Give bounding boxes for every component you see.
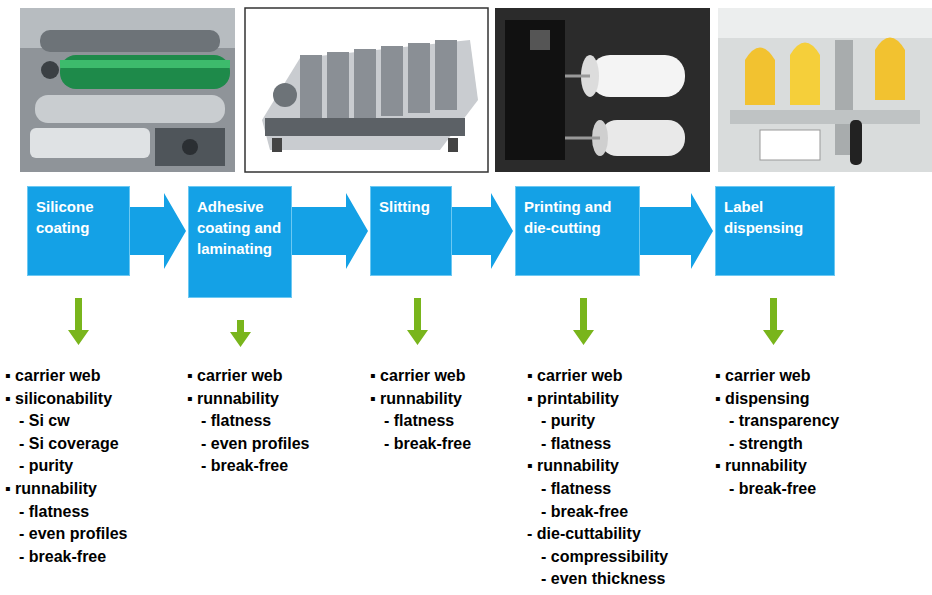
requirement-item: - transparency bbox=[729, 411, 839, 431]
down-arrows bbox=[68, 298, 784, 347]
requirement-item: ▪ dispensing bbox=[715, 389, 810, 409]
down-arrow bbox=[407, 298, 428, 345]
requirement-item: - flatness bbox=[19, 502, 89, 522]
requirement-item: - Si cw bbox=[19, 411, 70, 431]
process-box: Adhesive coating and laminating bbox=[188, 186, 292, 298]
process-box: Printing and die-cutting bbox=[515, 186, 640, 276]
press-photo bbox=[245, 8, 488, 172]
process-label: Silicone coating bbox=[36, 196, 121, 238]
requirement-item: - break-free bbox=[729, 479, 816, 499]
flow-arrow bbox=[639, 193, 713, 269]
down-arrow bbox=[230, 320, 251, 347]
requirement-item: - purity bbox=[19, 456, 73, 476]
requirement-item: ▪ runnability bbox=[715, 456, 807, 476]
process-box: Silicone coating bbox=[27, 186, 130, 276]
requirement-item: - even thickness bbox=[541, 569, 666, 589]
requirement-item: - break-free bbox=[19, 547, 106, 567]
requirement-item: - die-cuttability bbox=[527, 524, 641, 544]
coater-photo bbox=[20, 8, 235, 172]
requirement-item: - Si coverage bbox=[19, 434, 119, 454]
requirement-item: ▪ carrier web bbox=[5, 366, 101, 386]
requirement-item: - flatness bbox=[541, 479, 611, 499]
down-arrow bbox=[763, 298, 784, 345]
requirement-item: ▪ runnability bbox=[5, 479, 97, 499]
requirement-item: ▪ printability bbox=[527, 389, 619, 409]
process-label: Printing and die-cutting bbox=[524, 196, 631, 238]
requirement-item: ▪ carrier web bbox=[715, 366, 811, 386]
requirement-item: - break-free bbox=[541, 502, 628, 522]
down-arrow bbox=[573, 298, 594, 345]
requirement-item: - flatness bbox=[541, 434, 611, 454]
slitter-photo bbox=[495, 8, 710, 172]
requirement-item: - flatness bbox=[384, 411, 454, 431]
requirement-item: ▪ carrier web bbox=[527, 366, 623, 386]
requirement-item: - break-free bbox=[384, 434, 471, 454]
flow-arrow bbox=[291, 193, 368, 269]
process-box: Slitting bbox=[370, 186, 452, 276]
requirement-item: ▪ runnability bbox=[370, 389, 462, 409]
flow-arrow bbox=[129, 193, 186, 269]
requirement-item: - even profiles bbox=[201, 434, 309, 454]
requirement-item: - flatness bbox=[201, 411, 271, 431]
requirement-item: ▪ carrier web bbox=[370, 366, 466, 386]
requirement-item: - purity bbox=[541, 411, 595, 431]
requirement-item: ▪ siliconability bbox=[5, 389, 112, 409]
requirement-item: ▪ runnability bbox=[527, 456, 619, 476]
process-label: Label dispensing bbox=[724, 196, 826, 238]
down-arrow bbox=[68, 298, 89, 345]
flow-arrow bbox=[451, 193, 513, 269]
requirement-item: ▪ runnability bbox=[187, 389, 279, 409]
process-label: Slitting bbox=[379, 196, 443, 217]
process-label: Adhesive coating and laminating bbox=[197, 196, 283, 259]
dispenser-photo bbox=[718, 8, 932, 172]
process-box: Label dispensing bbox=[715, 186, 835, 276]
requirement-item: - break-free bbox=[201, 456, 288, 476]
requirement-item: - strength bbox=[729, 434, 803, 454]
requirement-item: - compressibility bbox=[541, 547, 668, 567]
requirement-item: - even profiles bbox=[19, 524, 127, 544]
requirement-item: ▪ carrier web bbox=[187, 366, 283, 386]
